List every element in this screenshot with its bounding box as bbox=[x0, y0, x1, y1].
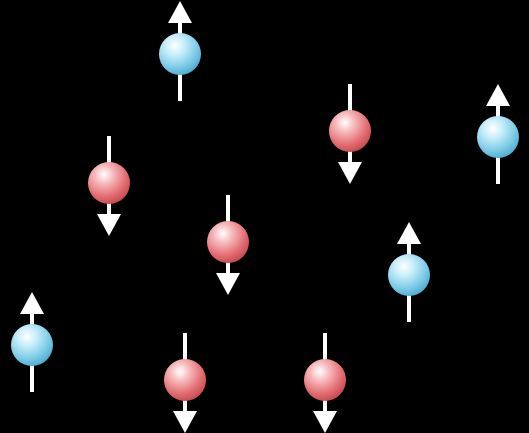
spin-down-sphere bbox=[304, 359, 346, 401]
spin-down-sphere bbox=[207, 221, 249, 263]
spin-up-sphere bbox=[388, 254, 430, 296]
spin-up-sphere bbox=[477, 116, 519, 158]
spin-down-sphere bbox=[88, 162, 130, 204]
spin-down-sphere bbox=[329, 110, 371, 152]
spin-down-sphere bbox=[164, 359, 206, 401]
spin-up-sphere bbox=[11, 324, 53, 366]
spin-up-sphere bbox=[159, 33, 201, 75]
